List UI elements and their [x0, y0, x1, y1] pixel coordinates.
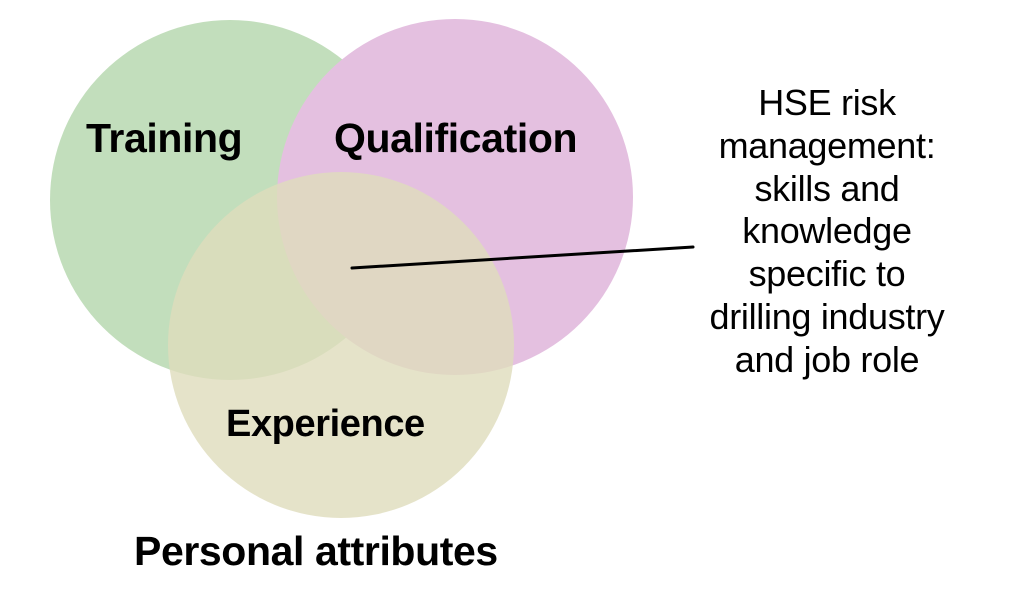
annotation-line: and job role [734, 338, 920, 380]
circle-label-training: Training [86, 115, 243, 161]
outer-label-personal-attributes: Personal attributes [134, 528, 498, 574]
annotation-line: knowledge [742, 210, 912, 252]
leader-line [350, 245, 695, 270]
annotation-line: HSE risk [758, 82, 896, 123]
circle-label-experience: Experience [226, 403, 425, 445]
annotation-line: specific to [748, 253, 906, 295]
annotation-line: drilling industry [709, 296, 945, 338]
circle-label-qualification: Qualification [334, 115, 578, 161]
annotation-line: management: [718, 124, 936, 166]
annotation-line: skills and [754, 167, 900, 209]
circle-experience[interactable] [168, 172, 514, 518]
